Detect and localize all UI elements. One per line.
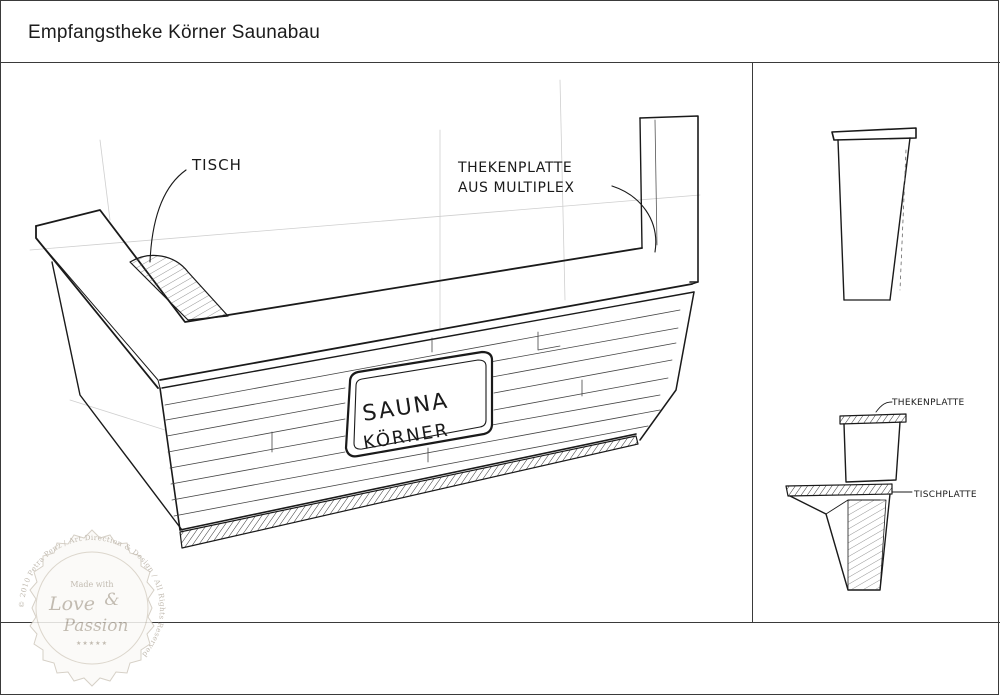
- label-thekenplatte: THEKENPLATTE: [457, 160, 572, 176]
- label-multiplex: AUS MULTIPLEX: [458, 180, 575, 196]
- seal-love: Love: [48, 593, 95, 615]
- header-divider: [0, 62, 1000, 63]
- reception-desk-sketch: [29, 79, 701, 549]
- seal-stars: ★★★★★: [76, 640, 108, 647]
- seal-made-with: Made with: [70, 580, 113, 589]
- side-elevation-sketch: [831, 127, 917, 301]
- section-view-sketch: [785, 401, 913, 591]
- seal-passion: Passion: [63, 616, 129, 636]
- page-title: Empfangstheke Körner Saunabau: [28, 22, 321, 43]
- label-section-tischplatte: TISCHPLATTE: [913, 490, 977, 500]
- seal-amp: &: [104, 590, 119, 610]
- label-section-thekenplatte: THEKENPLATTE: [891, 398, 965, 408]
- watermark-seal: © 2010 Petra Penz / Art Direction & Desi…: [17, 529, 167, 687]
- footer-divider: [0, 622, 1000, 623]
- wall-planks: [164, 309, 681, 517]
- label-tisch: TISCH: [191, 156, 242, 174]
- construction-lines: [29, 79, 701, 431]
- panel-divider: [752, 62, 753, 622]
